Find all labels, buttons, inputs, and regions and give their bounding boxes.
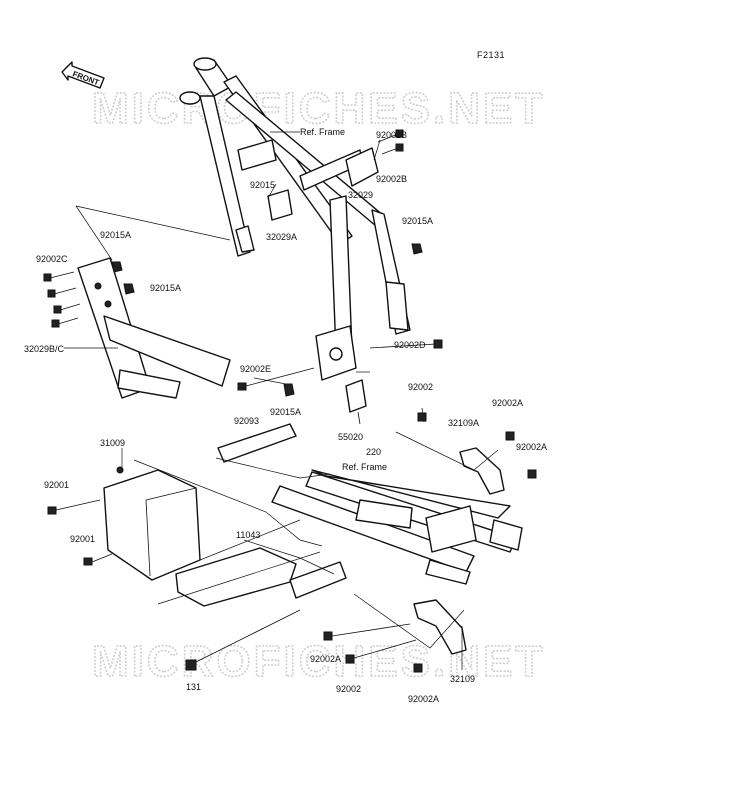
bolt-92002E [237, 367, 315, 391]
label-92002A-right1: 92002A [492, 398, 523, 408]
label-92015A-mid: 92015A [150, 283, 181, 293]
label-ref-frame-bottom: Ref. Frame [342, 462, 387, 472]
label-ref-frame-top: Ref. Frame [300, 127, 345, 137]
label-55020: 55020 [338, 432, 363, 442]
bolt-92002B-upper [377, 129, 404, 155]
label-92002A-right2: 92002A [516, 442, 547, 452]
label-92015A-left: 92015A [100, 230, 131, 240]
bolt-92002-bottom [345, 639, 417, 664]
label-32109: 32109 [450, 674, 475, 684]
label-92002D: 92002D [394, 340, 426, 350]
bolt-92002A-right1 [505, 431, 515, 441]
bolt-92002D [369, 339, 443, 349]
bolt-92001-b [83, 553, 113, 566]
main-frame [179, 57, 411, 381]
bolt-92002A-bottom2 [413, 663, 423, 673]
battery-case-31009 [103, 466, 201, 581]
label-92002A-bottom: 92002A [310, 654, 341, 664]
lower-frame [271, 469, 523, 599]
bracket-55020 [345, 379, 367, 413]
label-92015A-right: 92015A [402, 216, 433, 226]
bracket-32109A [459, 447, 505, 495]
label-220: 220 [366, 447, 381, 457]
part-labels: Ref. Frame Ref. Frame 92002B 92002B 3202… [24, 127, 547, 704]
label-92002B-a: 92002B [376, 130, 407, 140]
figure-code: F2131 [477, 50, 505, 60]
label-92002-bottom: 92002 [336, 684, 361, 694]
label-131: 131 [186, 682, 201, 692]
label-92002C: 92002C [36, 254, 68, 264]
leader-lines [64, 131, 499, 670]
label-92002E: 92002E [240, 364, 271, 374]
bracket-32029A [267, 189, 293, 221]
bolt-92002-right [417, 407, 427, 423]
watermark-bottom: MICROFICHES.NET [92, 637, 545, 686]
label-32029: 32029 [348, 190, 373, 200]
front-arrow-icon: FRONT [61, 61, 105, 89]
nut-92015A-right [411, 243, 423, 255]
rubber-92093 [217, 423, 297, 463]
label-31009: 31009 [100, 438, 125, 448]
label-92093: 92093 [234, 416, 259, 426]
bolt-92002A-bottom [323, 623, 411, 641]
label-11043: 11043 [236, 530, 260, 540]
label-92001-a: 92001 [44, 480, 69, 490]
nut-92015A-left [111, 261, 123, 273]
bolt-92001-a [47, 499, 101, 515]
bolt-92002A-right2 [527, 469, 537, 479]
label-92002B-b: 92002B [376, 174, 407, 184]
nut-92015A-mid [123, 283, 135, 295]
label-32029BC: 32029B/C [24, 344, 65, 354]
bolt-131 [185, 609, 301, 671]
nut-92015A-low [283, 383, 295, 397]
bolts-92002C [43, 271, 81, 328]
bracket-32109 [413, 599, 467, 655]
bracket-32029BC [77, 257, 231, 399]
label-92001-b: 92001 [70, 534, 95, 544]
label-92015: 92015 [250, 180, 275, 190]
label-92002-right: 92002 [408, 382, 433, 392]
label-32029A: 32029A [266, 232, 297, 242]
bracket-32029 [345, 147, 379, 187]
watermark-top: MICROFICHES.NET [92, 84, 545, 133]
label-92015A-low: 92015A [270, 407, 301, 417]
label-92002A-bottom2: 92002A [408, 694, 439, 704]
label-32109A: 32109A [448, 418, 479, 428]
